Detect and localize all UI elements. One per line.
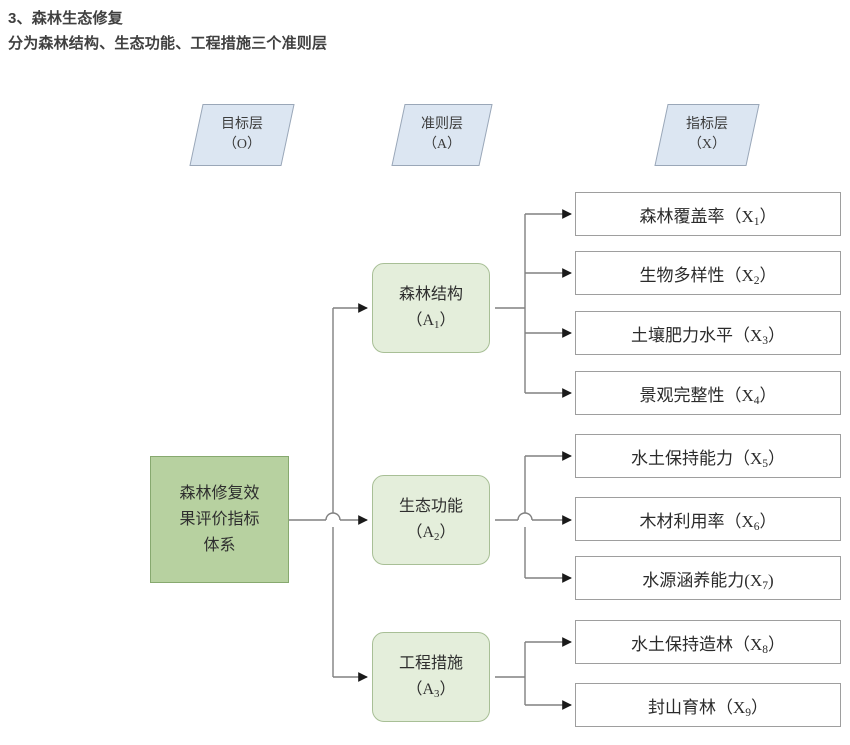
criteria-node-a1-code: （A1） xyxy=(406,312,456,332)
goal-node-line-1: 森林修复效 xyxy=(179,484,260,502)
criteria-node-a3[interactable]: 工程措施 （A3） xyxy=(372,632,490,722)
legend-goal-layer: 目标层 （O） xyxy=(189,104,295,166)
criteria-node-a2-title: 生态功能 xyxy=(398,498,463,515)
legend-indicator-layer: 指标层 （X） xyxy=(654,104,760,166)
indicator-node-x4-label: 景观完整性（X4） xyxy=(639,385,777,407)
indicator-node-x1[interactable]: 森林覆盖率（X1） xyxy=(575,192,841,236)
indicator-node-x3[interactable]: 土壤肥力水平（X3） xyxy=(575,311,841,355)
criteria-node-a3-code: （A3） xyxy=(406,681,456,701)
criteria-node-a1-title: 森林结构 xyxy=(398,286,463,303)
legend-indicator-layer-code: （X） xyxy=(687,137,727,152)
goal-node-label: 森林修复效 果评价指标 体系 xyxy=(179,481,259,559)
heading-line-2: 分为森林结构、生态功能、工程措施三个准则层 xyxy=(8,35,328,52)
legend-criteria-layer: 准则层 （A） xyxy=(391,104,493,166)
indicator-node-x6[interactable]: 木材利用率（X6） xyxy=(575,497,841,541)
indicator-node-x5[interactable]: 水土保持能力（X5） xyxy=(575,434,841,478)
indicator-node-x4[interactable]: 景观完整性（X4） xyxy=(575,371,841,415)
indicator-node-x7[interactable]: 水源涵养能力(X7) xyxy=(575,556,841,600)
indicator-node-x3-label: 土壤肥力水平（X3） xyxy=(630,325,786,347)
criteria-node-a2-label: 生态功能 （A2） xyxy=(399,494,463,546)
indicator-node-x8[interactable]: 水土保持造林（X8） xyxy=(575,620,841,664)
legend-indicator-layer-text: 指标层 （X） xyxy=(686,115,728,155)
legend-goal-layer-title: 目标层 xyxy=(221,117,263,132)
criteria-node-a2-code: （A2） xyxy=(406,524,456,544)
goal-node[interactable]: 森林修复效 果评价指标 体系 xyxy=(150,456,289,583)
legend-criteria-layer-title: 准则层 xyxy=(421,117,463,132)
indicator-node-x9[interactable]: 封山育林（X9） xyxy=(575,683,841,727)
criteria-node-a3-label: 工程措施 （A3） xyxy=(399,651,463,703)
indicator-node-x6-label: 木材利用率（X6） xyxy=(639,511,777,533)
goal-node-line-3: 体系 xyxy=(203,536,236,554)
criteria-node-a1[interactable]: 森林结构 （A1） xyxy=(372,263,490,353)
criteria-node-a1-label: 森林结构 （A1） xyxy=(399,282,463,334)
indicator-node-x9-label: 封山育林（X9） xyxy=(647,697,769,719)
legend-goal-layer-text: 目标层 （O） xyxy=(221,115,263,155)
heading-line-1: 3、森林生态修复 xyxy=(8,10,123,27)
legend-criteria-layer-code: （A） xyxy=(422,137,462,152)
heading-block: 3、森林生态修复 分为森林结构、生态功能、工程措施三个准则层 xyxy=(8,6,828,56)
indicator-node-x1-label: 森林覆盖率（X1） xyxy=(639,206,777,228)
indicator-node-x5-label: 水土保持能力（X5） xyxy=(630,448,786,470)
legend-indicator-layer-title: 指标层 xyxy=(686,117,728,132)
legend-criteria-layer-text: 准则层 （A） xyxy=(421,115,463,155)
indicator-node-x7-label: 水源涵养能力(X7) xyxy=(642,570,774,592)
goal-node-line-2: 果评价指标 xyxy=(179,510,260,528)
legend-goal-layer-code: （O） xyxy=(222,137,262,152)
indicator-node-x2[interactable]: 生物多样性（X2） xyxy=(575,251,841,295)
edge-goal-jump-arc xyxy=(325,512,341,521)
indicator-node-x2-label: 生物多样性（X2） xyxy=(639,265,777,287)
criteria-node-a3-title: 工程措施 xyxy=(398,655,463,672)
indicator-node-x8-label: 水土保持造林（X8） xyxy=(630,634,786,656)
edge-a2-jump-arc xyxy=(517,512,533,521)
criteria-node-a2[interactable]: 生态功能 （A2） xyxy=(372,475,490,565)
